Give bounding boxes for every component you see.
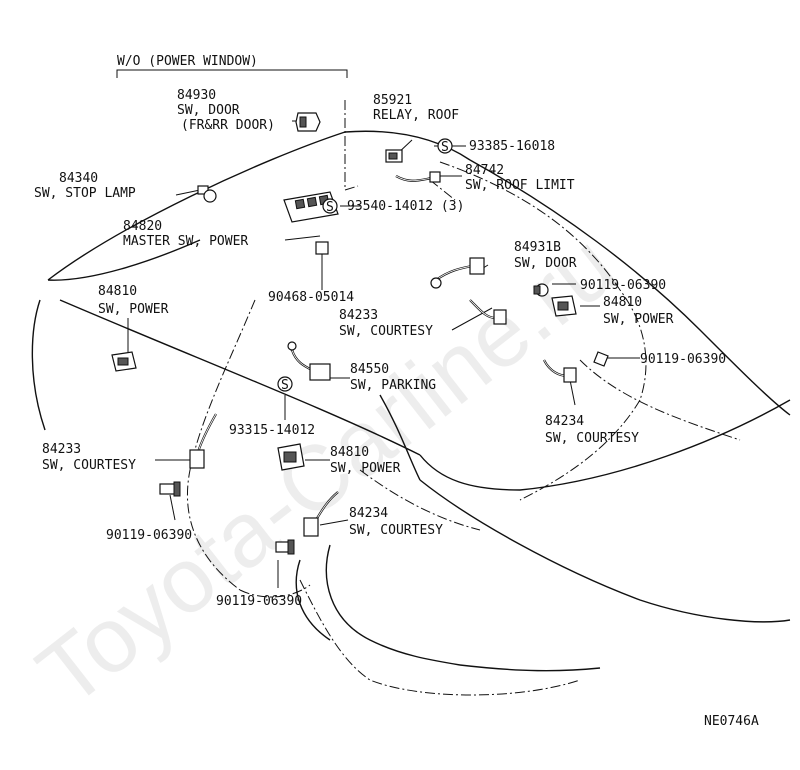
labels: W/O (POWER WINDOW) 84930 SW, DOOR (FR&RR… bbox=[34, 54, 759, 729]
part-84234-courtesy-switch-right bbox=[543, 351, 609, 383]
part-number: 84340 bbox=[59, 171, 98, 186]
part-note: (FR&RR DOOR) bbox=[181, 118, 275, 133]
figure-code: NE0746A bbox=[704, 714, 759, 729]
part-number: 93540-14012 (3) bbox=[347, 199, 464, 214]
part-number: 84930 bbox=[177, 88, 216, 103]
part-number: 85921 bbox=[373, 93, 412, 108]
part-number: 90119-06390 bbox=[106, 528, 192, 543]
part-number: 90119-06390 bbox=[640, 352, 726, 367]
part-name: SW, COURTESY bbox=[339, 324, 433, 339]
part-84810-power-switch-left bbox=[111, 351, 137, 372]
wo-label: W/O (POWER WINDOW) bbox=[117, 54, 258, 69]
part-number: 84931B bbox=[514, 240, 561, 255]
part-number: 84234 bbox=[545, 414, 584, 429]
s-marker-93540: S bbox=[322, 198, 338, 215]
part-name: SW, DOOR bbox=[514, 256, 577, 271]
svg-text:S: S bbox=[441, 140, 449, 155]
part-name: SW, COURTESY bbox=[349, 523, 443, 538]
part-84233-courtesy-switch-left bbox=[159, 413, 217, 497]
part-number: 90119-06390 bbox=[580, 278, 666, 293]
part-number: 84810 bbox=[603, 295, 642, 310]
part-84810-power-switch-center bbox=[277, 443, 305, 471]
part-name: MASTER SW, POWER bbox=[123, 234, 248, 249]
part-number: 84820 bbox=[123, 219, 162, 234]
part-name: SW, POWER bbox=[603, 312, 674, 327]
part-number: 84810 bbox=[98, 284, 137, 299]
part-84234-courtesy-switch-center bbox=[275, 491, 339, 555]
part-name: SW, DOOR bbox=[177, 103, 240, 118]
part-name: RELAY, ROOF bbox=[373, 108, 459, 123]
part-84820-master-switch bbox=[283, 191, 339, 255]
part-number: 84233 bbox=[42, 442, 81, 457]
part-number: 84742 bbox=[465, 163, 504, 178]
s-marker-93315: S bbox=[277, 376, 293, 393]
part-number: 90119-06390 bbox=[216, 594, 302, 609]
part-number: 84550 bbox=[350, 362, 389, 377]
part-number: 93385-16018 bbox=[469, 139, 555, 154]
part-name: SW, POWER bbox=[98, 302, 169, 317]
part-90119-bolt-upper bbox=[533, 283, 549, 297]
part-84931b-door-switch bbox=[430, 257, 485, 289]
part-84810-power-switch-right bbox=[551, 295, 577, 317]
part-number: 90468-05014 bbox=[268, 290, 354, 305]
part-name: SW, ROOF LIMIT bbox=[465, 178, 575, 193]
wo-bracket bbox=[116, 69, 348, 78]
part-number: 93315-14012 bbox=[229, 423, 315, 438]
part-name: SW, STOP LAMP bbox=[34, 186, 136, 201]
part-name: SW, PARKING bbox=[350, 378, 436, 393]
s-marker-93385: S bbox=[437, 138, 453, 155]
part-84340-stop-lamp-switch bbox=[197, 185, 217, 203]
part-84930-door-switch bbox=[295, 112, 321, 132]
part-name: SW, POWER bbox=[330, 461, 401, 476]
part-84742-roof-limit-switch bbox=[395, 171, 441, 183]
part-name: SW, COURTESY bbox=[42, 458, 136, 473]
part-84550-parking-switch bbox=[287, 341, 331, 381]
part-name: SW, COURTESY bbox=[545, 431, 639, 446]
seam-lines bbox=[186, 100, 741, 696]
svg-text:S: S bbox=[281, 378, 289, 393]
part-number: 84234 bbox=[349, 506, 388, 521]
part-84233-courtesy-switch-center bbox=[469, 299, 507, 325]
part-number: 84233 bbox=[339, 308, 378, 323]
part-85921-roof-relay bbox=[385, 149, 403, 163]
svg-text:S: S bbox=[326, 200, 334, 215]
car-body-outline bbox=[31, 130, 791, 672]
part-number: 84810 bbox=[330, 445, 369, 460]
